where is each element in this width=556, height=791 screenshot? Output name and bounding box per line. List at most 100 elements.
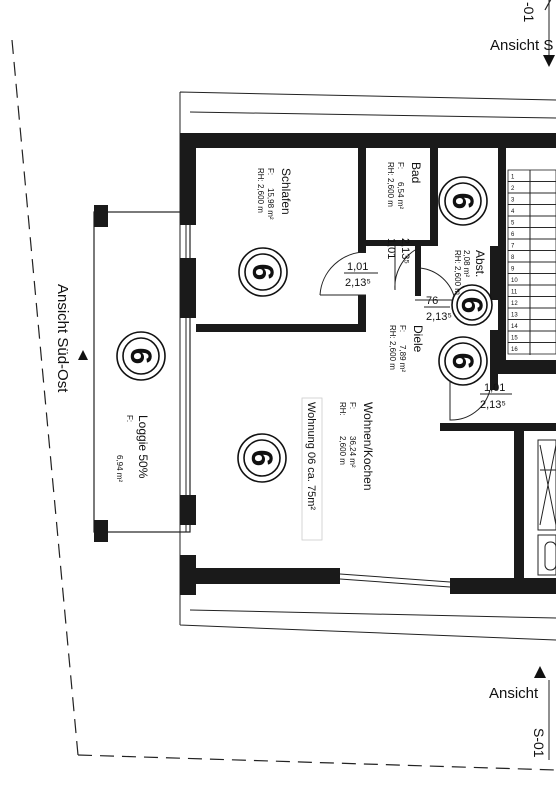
svg-text:Loggie 50%: Loggie 50%: [136, 415, 150, 479]
stair-step: [507, 215, 556, 228]
unit-marker-abst: 6: [451, 284, 493, 326]
svg-text:F:: F:: [266, 168, 275, 175]
fixture-cross: [539, 444, 556, 526]
stair-step: [507, 250, 556, 263]
room-label-wohnen: Wohnen/Kochen F: 36,24 m² RH: 2,600 m: [338, 402, 375, 491]
window-bottom: [339, 573, 451, 583]
svg-text:2,13⁵: 2,13⁵: [399, 238, 411, 264]
wall-abst-right: [490, 246, 498, 300]
door-schlafen: [319, 251, 367, 296]
bottom-view-code: S-01: [531, 728, 547, 758]
wall-right-pillar: [514, 431, 524, 578]
room-label-bad: Bad F: 6,54 m² RH: 2,600 m: [386, 162, 423, 209]
door-bad: [394, 246, 416, 291]
wall-stair-bottom: [498, 360, 556, 374]
svg-text:F:: F:: [125, 415, 134, 422]
svg-text:RH: 2,600 m: RH: 2,600 m: [256, 168, 265, 213]
svg-text:F:: F:: [398, 325, 407, 332]
bottom-view-arrow: [534, 666, 546, 678]
outline-inner-bottom: [189, 609, 556, 619]
side-view-label: Ansicht Süd-Ost: [54, 284, 71, 393]
stair-step: [507, 238, 556, 251]
wall-kitchen-top: [440, 423, 556, 431]
top-view-arrow: [543, 55, 555, 67]
room-label-diele: Diele F: 7,89 m² RH: 2,600 m: [388, 325, 425, 372]
room-label-abst: Abst. 2,08 m² RH: 2,600 m: [453, 250, 487, 295]
svg-text:2,13⁵: 2,13⁵: [426, 311, 452, 323]
unit-marker-diele: 6: [438, 336, 488, 386]
side-view-arrow: [78, 350, 88, 360]
fixture-box-2: [537, 534, 556, 576]
stair-step: [507, 261, 556, 274]
unit-marker-wohnen: 6: [237, 433, 287, 483]
room-label-schlafen: Schlafen F: 15,98 m² RH: 2,600 m: [256, 168, 293, 220]
svg-text:1,01: 1,01: [347, 261, 368, 273]
svg-text:F:: F:: [396, 162, 405, 169]
loggia-post-bottom: [94, 520, 108, 542]
stair-step-number: 12: [511, 301, 518, 307]
stair-step-number: 14: [511, 324, 518, 330]
svg-text:6: 6: [124, 348, 157, 365]
svg-text:6: 6: [446, 193, 479, 210]
door-dim-schlafen: 1,01 2,13⁵: [344, 261, 378, 289]
top-view-label: Ansicht S: [490, 37, 553, 54]
svg-text:76: 76: [426, 295, 438, 307]
svg-text:6: 6: [455, 297, 488, 314]
unit-marker-loggia: 6: [116, 331, 166, 381]
svg-text:6: 6: [446, 353, 479, 370]
svg-text:36,24 m²: 36,24 m²: [348, 436, 357, 468]
bottom-view-label: Ansicht: [489, 685, 539, 702]
wall-bottom-right: [450, 578, 556, 594]
wall-schlafen-bottom: [196, 324, 366, 332]
wall-abst-left: [415, 246, 421, 296]
stair-step: [507, 204, 556, 217]
wall-schlafen-right-lower: [358, 295, 366, 332]
unit-marker-schlafen: 6: [238, 247, 288, 297]
room-label-loggia: Loggie 50% F: 6,94 m²: [115, 415, 150, 482]
top-view-code: -01: [521, 2, 537, 22]
svg-text:2,13⁵: 2,13⁵: [480, 399, 506, 411]
svg-text:Diele: Diele: [411, 325, 425, 353]
wall-left-lower: [180, 495, 196, 525]
stair-step-number: 11: [511, 290, 518, 296]
stair-step-number: 13: [511, 313, 518, 319]
svg-text:1,01: 1,01: [385, 238, 397, 259]
stair-step-number: 10: [511, 278, 518, 284]
stair-step-number: 7: [511, 244, 515, 250]
fixture-box-1: [537, 439, 556, 531]
svg-text:F:: F:: [348, 402, 357, 409]
svg-text:RH:: RH:: [338, 402, 347, 416]
plot-boundary-left: [11, 39, 79, 756]
svg-text:Wohnen/Kochen: Wohnen/Kochen: [361, 402, 375, 491]
wall-bad-right: [430, 148, 438, 246]
svg-text:2,600 m: 2,600 m: [338, 436, 347, 465]
svg-text:Bad: Bad: [409, 162, 423, 183]
stair-step-number: 4: [511, 209, 515, 215]
wall-left-upper: [180, 133, 196, 225]
stair-step-number: 16: [511, 347, 518, 353]
plot-boundary-top: [544, 0, 552, 11]
stair-step: [507, 227, 556, 240]
svg-text:6,94 m²: 6,94 m²: [115, 455, 124, 482]
svg-text:RH: 2,600 m: RH: 2,600 m: [388, 325, 397, 370]
door-dim-diele: 1,01 2,13⁵: [480, 382, 512, 411]
wall-bottom-left: [180, 568, 340, 584]
outline-inner-top: [189, 111, 556, 119]
svg-text:Wohnung 06 ca. 75m²: Wohnung 06 ca. 75m²: [305, 402, 317, 510]
stair-step-number: 5: [511, 221, 515, 227]
loggia-post-top: [94, 205, 108, 227]
stair-step-number: 1: [511, 175, 515, 181]
door-diele: [449, 380, 491, 421]
stair-step: [507, 342, 556, 355]
fixture-box-3: [544, 541, 556, 571]
svg-text:6: 6: [245, 450, 278, 467]
stair-step-number: 3: [511, 198, 515, 204]
stair-step: [507, 169, 556, 182]
door-dim-bad: 1,01 2,13⁵: [385, 238, 411, 264]
apartment-label: Wohnung 06 ca. 75m²: [301, 397, 323, 541]
svg-text:6: 6: [246, 264, 279, 281]
stair-step-number: 6: [511, 232, 515, 238]
svg-text:Abst.: Abst.: [473, 250, 487, 277]
svg-text:7,89 m²: 7,89 m²: [398, 345, 407, 372]
